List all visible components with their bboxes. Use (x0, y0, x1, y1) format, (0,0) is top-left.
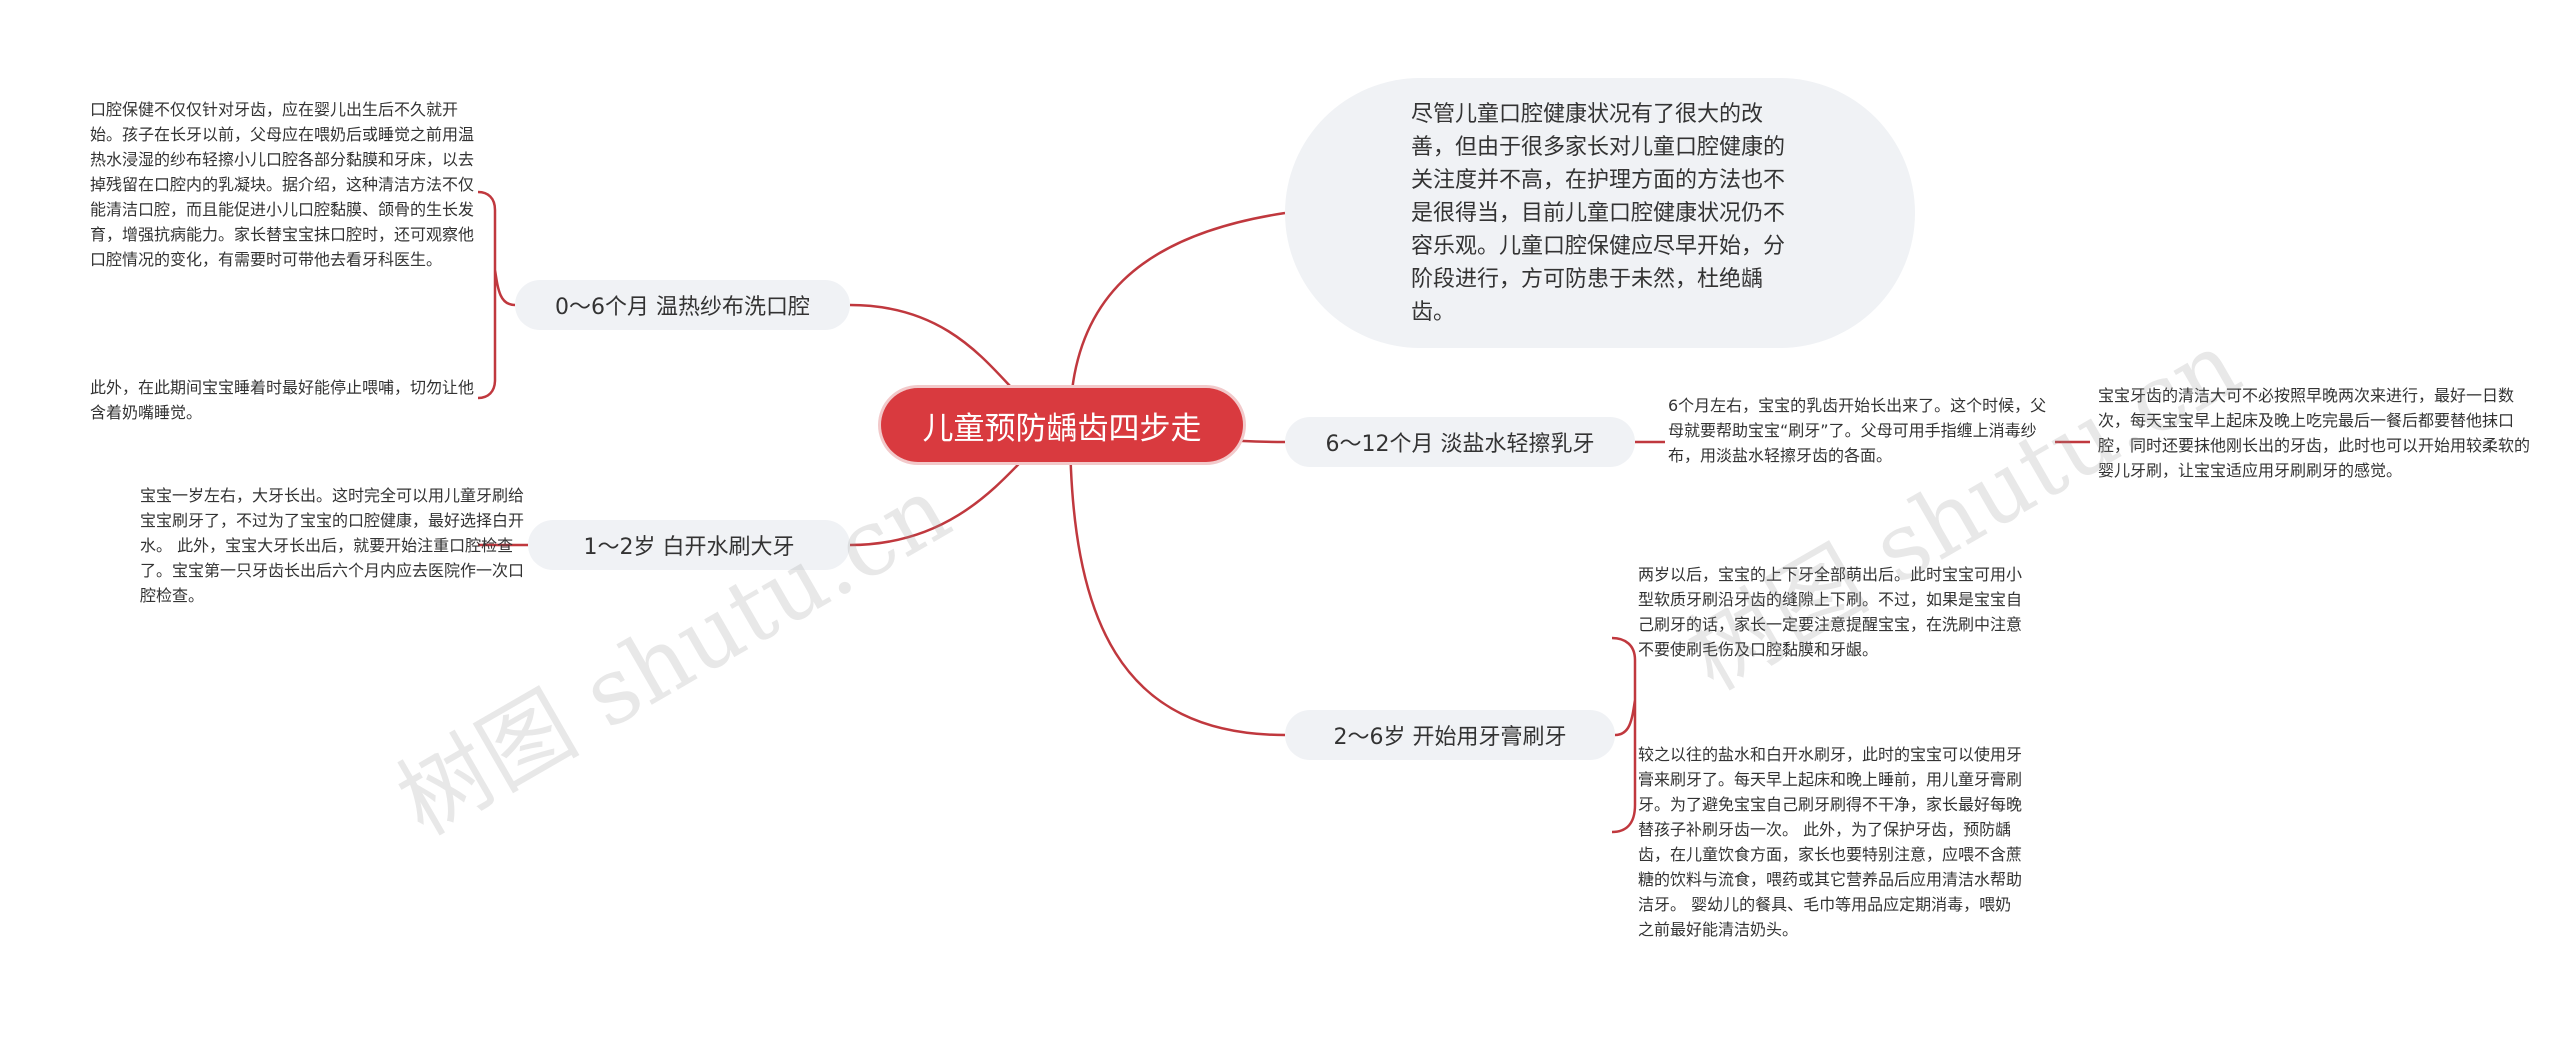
branch-6-12-months[interactable]: 6～12个月 淡盐水轻擦乳牙 (1285, 417, 1635, 467)
intro-text: 尽管儿童口腔健康状况有了很大的改善，但由于很多家长对儿童口腔健康的关注度并不高，… (1411, 101, 1786, 325)
branch-0-6-months[interactable]: 0～6个月 温热纱布洗口腔 (515, 280, 850, 330)
link-0-6m-leaves (477, 190, 516, 400)
branch-1-2-years[interactable]: 1～2岁 白开水刷大牙 (528, 520, 850, 570)
subleaf-6-12m-frequency: 宝宝牙齿的清洁大可不必按照早晚两次来进行，最好一日数次，每天宝宝早上起床及晚上吃… (2098, 386, 2531, 480)
root-node[interactable]: 儿童预防龋齿四步走 (881, 388, 1243, 462)
leaf-6-12m-saline: 6个月左右，宝宝的乳齿开始长出来了。这个时候，父母就要帮助宝宝“刷牙”了。父母可… (1668, 396, 2047, 465)
leaf-0-6m-night-feeding: 此外，在此期间宝宝睡着时最好能停止喂哺，切勿让他含着奶嘴睡觉。 (90, 378, 475, 422)
link-root-intro (1068, 211, 1286, 426)
link-2-6y-leaves (1611, 636, 1637, 834)
link-root-2-6y (1068, 424, 1286, 737)
leaf-2-6y-toothpaste: 较之以往的盐水和白开水刷牙，此时的宝宝可以使用牙膏来刷牙了。每天早上起床和晚上睡… (1638, 745, 2023, 939)
leaf-0-6m-cleaning: 口腔保健不仅仅针对牙齿，应在婴儿出生后不久就开始。孩子在长牙以前，父母应在喂奶后… (90, 100, 475, 269)
leaf-1-2y-brushing: 宝宝一岁左右，大牙长出。这时完全可以用儿童牙刷给宝宝刷牙了，不过为了宝宝的口腔健… (140, 486, 525, 605)
intro-node[interactable]: 尽管儿童口腔健康状况有了很大的改善，但由于很多家长对儿童口腔健康的关注度并不高，… (1285, 78, 1915, 348)
leaf-2-6y-soft-brush: 两岁以后，宝宝的上下牙全部萌出后。此时宝宝可用小型软质牙刷沿牙齿的缝隙上下刷。不… (1638, 565, 2023, 659)
branch-2-6-years[interactable]: 2～6岁 开始用牙膏刷牙 (1285, 710, 1615, 760)
